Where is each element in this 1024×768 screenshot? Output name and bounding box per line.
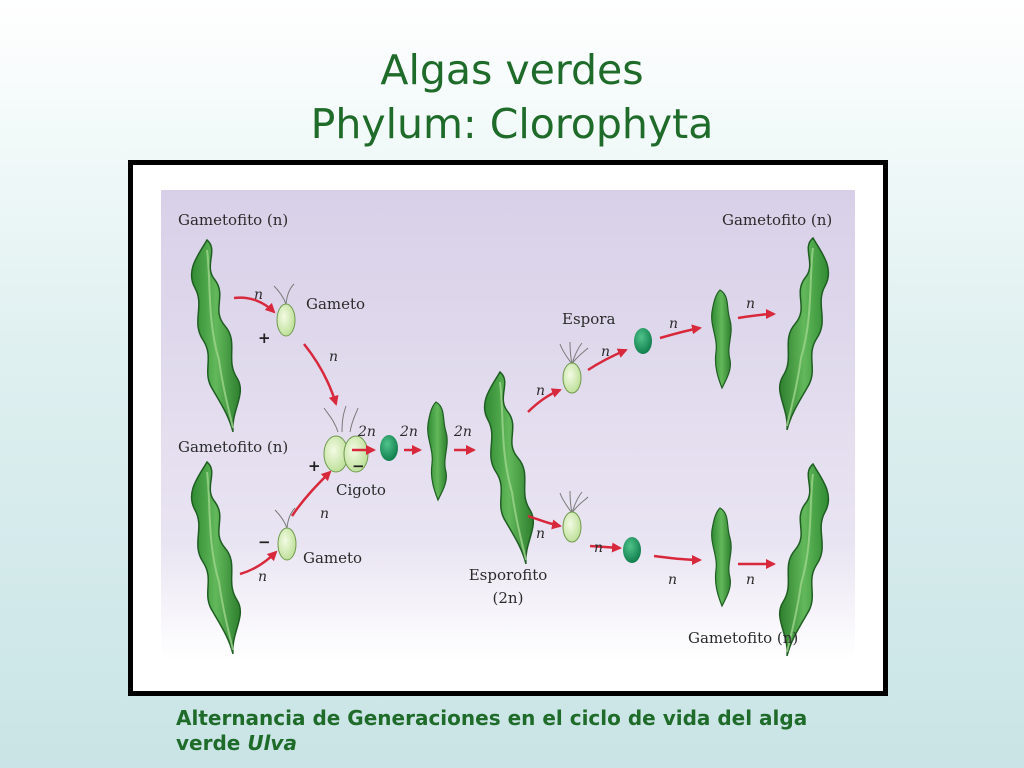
ploidy-mark-n: n <box>594 540 604 556</box>
ploidy-mark-2n: 2n <box>358 424 376 440</box>
sporophyte-label: Esporofito <box>468 566 548 584</box>
ploidy-mark-n: n <box>329 349 339 365</box>
arrow-sporophyte-to-zoospore-top <box>527 388 562 413</box>
arrow-gametophyte-to-gamete-top <box>233 296 276 314</box>
arrow-cell-to-germling-bottom <box>653 554 702 565</box>
ploidy-mark-2n: 2n <box>400 424 418 440</box>
plus-sign: + <box>308 457 321 475</box>
ploidy-mark-n: n <box>669 316 679 332</box>
gametophyte-top-right-label: Gametofito (n) <box>722 211 833 229</box>
gametophyte-mid-left-label: Gametofito (n) <box>178 438 289 456</box>
ploidy-mark-n: n <box>746 296 756 312</box>
ploidy-mark-n: n <box>668 572 678 588</box>
slide-title-line-2: Phylum: Clorophyta <box>310 100 714 148</box>
ploidy-mark-n: n <box>254 287 264 303</box>
arrow-cell-to-germling-top <box>659 324 702 340</box>
arrow-gamete-to-zygote-top <box>303 343 339 406</box>
zygote-label: Cigoto <box>336 481 386 499</box>
haploid-cell-bottom <box>623 537 641 563</box>
minus-sign: − <box>352 457 365 475</box>
caption-text: Alternancia de Generaciones en el ciclo … <box>176 706 808 755</box>
ploidy-mark-2n: 2n <box>454 424 472 440</box>
arrow-zoospore-to-cell-bottom <box>589 542 622 553</box>
zygote-cell <box>323 405 369 473</box>
ploidy-mark-n: n <box>536 526 546 542</box>
arrow-zoospore-to-cell-top <box>587 348 628 372</box>
gametophyte-bottom-right-label: Gametofito (n) <box>688 629 799 647</box>
plus-sign: + <box>258 329 271 347</box>
arrow-gamete-to-zygote-bottom <box>290 470 332 517</box>
sporophyte-ploidy-label: (2n) <box>492 589 524 607</box>
slide-title-line-1: Algas verdes <box>380 46 644 94</box>
ploidy-mark-n: n <box>601 344 611 360</box>
ploidy-mark-n: n <box>536 383 546 399</box>
ploidy-mark-n: n <box>746 572 756 588</box>
arrow-germling-to-gametophyte-top <box>737 309 776 320</box>
figure-caption: Alternancia de Generaciones en el ciclo … <box>176 706 876 756</box>
caption-species: Ulva <box>247 731 297 755</box>
arrow-sporophyte-to-zoospore-bottom <box>527 514 562 530</box>
ploidy-mark-n: n <box>320 506 330 522</box>
arrow-gametophyte-to-gamete-bottom <box>239 550 278 576</box>
gamete-bottom-label: Gameto <box>303 549 363 567</box>
gamete-top-label: Gameto <box>306 295 366 313</box>
minus-sign: − <box>258 533 271 551</box>
diploid-cell <box>380 435 398 461</box>
ploidy-mark-n: n <box>258 569 268 585</box>
haploid-cell-top <box>634 328 652 354</box>
spore-label: Espora <box>562 310 616 328</box>
gametophyte-top-left-label: Gametofito (n) <box>178 211 289 229</box>
